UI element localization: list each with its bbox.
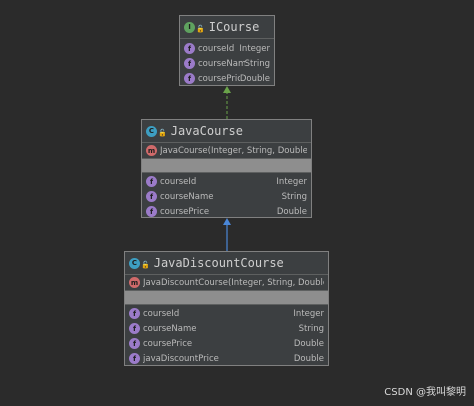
field-icon: f [146,191,157,202]
method-icon: m [129,277,140,288]
icourse-fields: f courseId Integer f courseName String f… [180,39,274,86]
implements-arrowhead [223,86,231,93]
extends-edge [223,218,231,251]
class-icon: C [146,125,157,137]
field-row[interactable]: f coursePrice Double [180,71,274,86]
constructor-row[interactable]: m JavaDiscountCourse(Integer, String, Do… [125,275,328,291]
icourse-title: ICourse [208,20,260,34]
javadiscountcourse-header: C 🔓 JavaDiscountCourse [125,252,328,275]
class-icon: C [129,257,140,269]
field-icon: f [129,308,140,319]
lock-icon: 🔓 [141,261,150,269]
empty-section-bar [142,159,311,172]
field-icon: f [146,176,157,187]
method-icon: m [146,145,157,156]
field-icon: f [184,58,195,69]
interface-icon: I [184,21,195,33]
field-icon: f [129,323,140,334]
field-row[interactable]: f courseName String [180,56,274,71]
field-row[interactable]: f courseName String [125,321,328,336]
javadiscountcourse-fields: f courseId Integer f courseName String f… [125,304,328,366]
field-icon: f [146,206,157,217]
icourse-header: I 🔓 ICourse [180,16,274,39]
javadiscountcourse-class-node[interactable]: C 🔓 JavaDiscountCourse m JavaDiscountCou… [124,251,329,366]
field-row[interactable]: f coursePrice Double [125,336,328,351]
javacourse-class-node[interactable]: C 🔓 JavaCourse m JavaCourse(Integer, Str… [141,119,312,218]
field-row[interactable]: f javaDiscountPrice Double [125,351,328,366]
lock-icon: 🔓 [158,129,167,137]
field-row[interactable]: f coursePrice Double [142,204,311,219]
field-row[interactable]: f courseId Integer [125,306,328,321]
javacourse-fields: f courseId Integer f courseName String f… [142,172,311,219]
javadiscountcourse-title: JavaDiscountCourse [153,256,284,270]
field-row[interactable]: f courseId Integer [180,41,274,56]
extends-arrowhead [223,218,231,225]
field-icon: f [184,43,195,54]
implements-edge [223,86,231,119]
field-row[interactable]: f courseName String [142,189,311,204]
icourse-interface-node[interactable]: I 🔓 ICourse f courseId Integer f courseN… [179,15,275,86]
constructor-row[interactable]: m JavaCourse(Integer, String, Double) [142,143,311,159]
empty-section-bar [125,291,328,304]
watermark-text: CSDN @我叫黎明 [384,387,466,398]
field-row[interactable]: f courseId Integer [142,174,311,189]
field-icon: f [129,338,140,349]
field-icon: f [184,73,195,84]
javacourse-title: JavaCourse [170,124,243,138]
lock-icon: 🔓 [196,25,205,33]
javacourse-header: C 🔓 JavaCourse [142,120,311,143]
field-icon: f [129,353,140,364]
